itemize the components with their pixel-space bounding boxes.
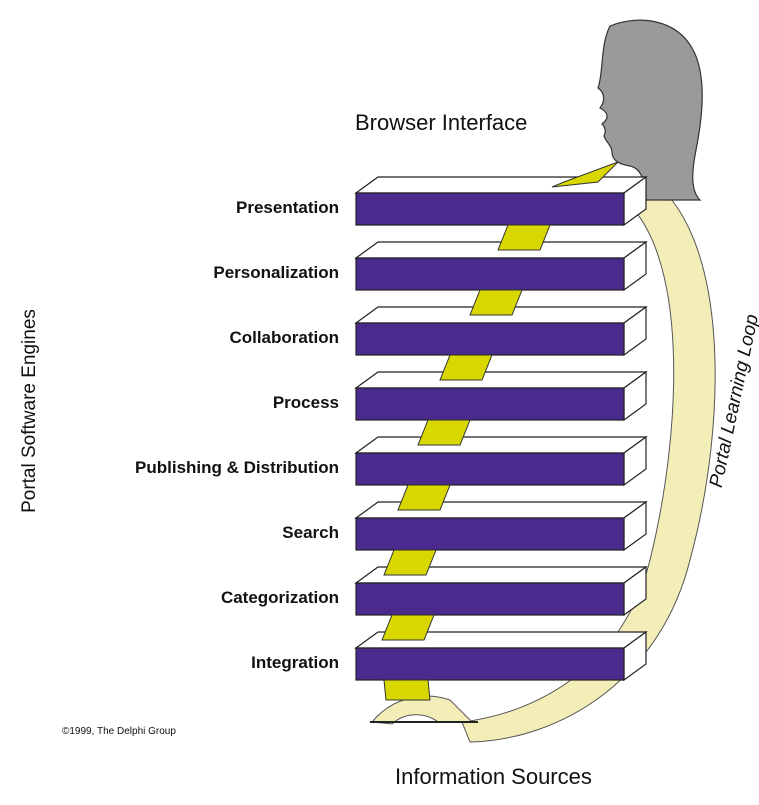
sources-connector: [384, 680, 430, 700]
layer-label: Collaboration: [229, 328, 339, 348]
layer-slab: [356, 437, 646, 485]
slab-front-face: [356, 323, 624, 355]
slab-front-face: [356, 518, 624, 550]
layer-slabs: [356, 177, 646, 680]
browser-interface-label: Browser Interface: [355, 110, 527, 136]
layer-label: Personalization: [213, 263, 339, 283]
layer-slab: [356, 177, 646, 225]
slab-top-face: [356, 437, 646, 453]
slab-front-face: [356, 453, 624, 485]
layer-label: Publishing & Distribution: [135, 458, 339, 478]
head-icon: [598, 20, 702, 200]
layer-label: Process: [273, 393, 339, 413]
slab-front-face: [356, 258, 624, 290]
layer-label: Search: [282, 523, 339, 543]
portal-software-engines-label: Portal Software Engines: [19, 281, 41, 541]
layer-label: Categorization: [221, 588, 339, 608]
slab-front-face: [356, 648, 624, 680]
slab-top-face: [356, 177, 646, 193]
layer-slab: [356, 372, 646, 420]
copyright-notice: ©1999, The Delphi Group: [62, 726, 176, 737]
slab-front-face: [356, 583, 624, 615]
slab-front-face: [356, 388, 624, 420]
slab-front-face: [356, 193, 624, 225]
layer-label: Integration: [251, 653, 339, 673]
slab-top-face: [356, 372, 646, 388]
information-sources-label: Information Sources: [395, 764, 592, 790]
layer-label: Presentation: [236, 198, 339, 218]
